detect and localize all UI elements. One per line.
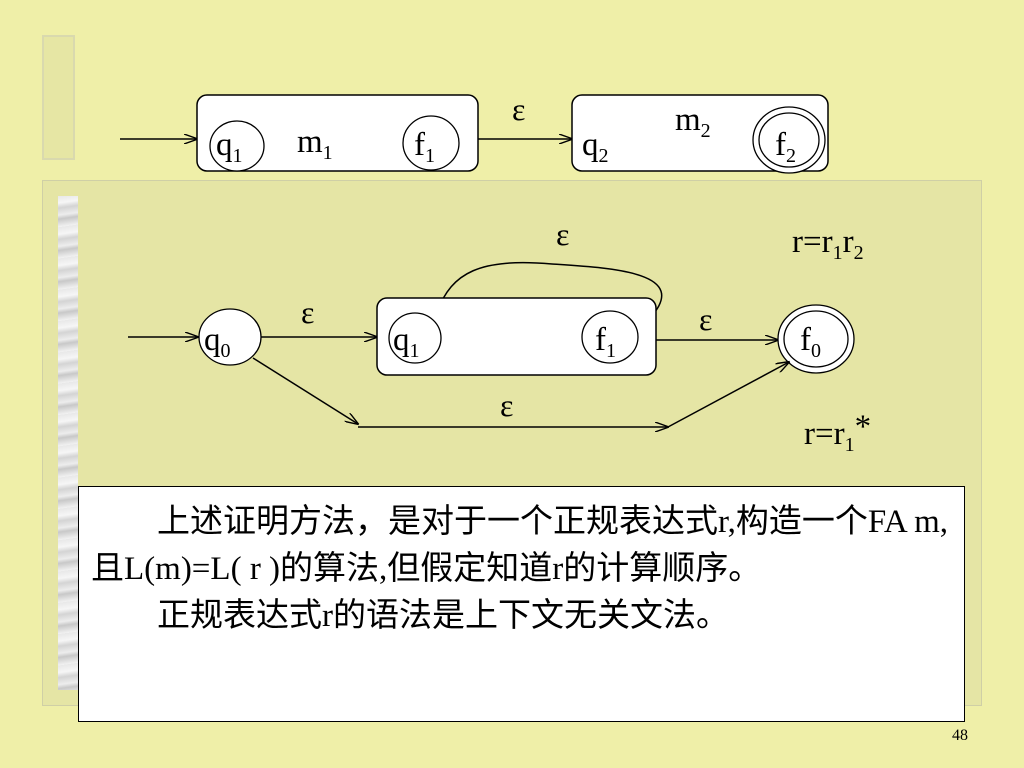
marble-stripe xyxy=(58,196,78,690)
loop-epsilon-label: ε xyxy=(556,216,569,252)
m1-machine-label: m1 xyxy=(297,124,333,164)
f0-label: f0 xyxy=(800,322,821,362)
m1-star-box xyxy=(376,297,657,376)
star-formula: r=r1* xyxy=(804,409,871,456)
m2-f2-outer-circle xyxy=(752,106,826,174)
concat-formula: r=r1r2 xyxy=(792,224,864,264)
page-number: 48 xyxy=(952,727,968,744)
f1-to-q1-epsilon-loop xyxy=(437,261,663,319)
star-q1-state xyxy=(388,312,442,364)
m2-q2-label: q2 xyxy=(582,127,609,167)
m2-f2-label: f2 xyxy=(775,127,796,167)
explanation-paragraph: 上述证明方法，是对于一个正规表达式r,构造一个FA m,且L(m)=L( r )… xyxy=(91,504,949,587)
q0-label: q0 xyxy=(204,322,231,362)
m2-machine: q2 m2 f2 xyxy=(571,94,829,174)
f0-outer-circle xyxy=(777,304,855,374)
m1-q1-state xyxy=(209,120,265,172)
bypass-to-f0-arrow xyxy=(667,362,789,428)
f1-to-f0-epsilon-label: ε xyxy=(699,301,712,337)
grammar-note-paragraph: 正规表达式r的语法是上下文无关文法。 xyxy=(157,598,729,634)
q0-bypass-diagonal xyxy=(252,357,358,424)
m1-q1-label: q1 xyxy=(216,127,243,167)
m1-f1-state xyxy=(402,115,460,171)
f0-inner-circle xyxy=(783,310,849,368)
star-q1-label: q1 xyxy=(393,322,420,362)
m1-to-m2-epsilon-label: ε xyxy=(512,91,525,127)
explanation-textbox: 上述证明方法，是对于一个正规表达式r,构造一个FA m,且L(m)=L( r )… xyxy=(78,486,965,722)
m1-f1-label: f1 xyxy=(414,127,435,167)
m2-f2-inner-circle xyxy=(758,112,820,168)
m2-machine-label: m2 xyxy=(675,102,711,142)
decorative-stripe xyxy=(42,35,75,160)
bypass-epsilon-label: ε xyxy=(500,387,513,423)
star-f1-label: f1 xyxy=(595,322,616,362)
q0-to-q1-epsilon-label: ε xyxy=(301,294,314,330)
star-f1-state xyxy=(581,310,639,364)
m1-machine: q1 m1 f1 xyxy=(120,94,479,172)
